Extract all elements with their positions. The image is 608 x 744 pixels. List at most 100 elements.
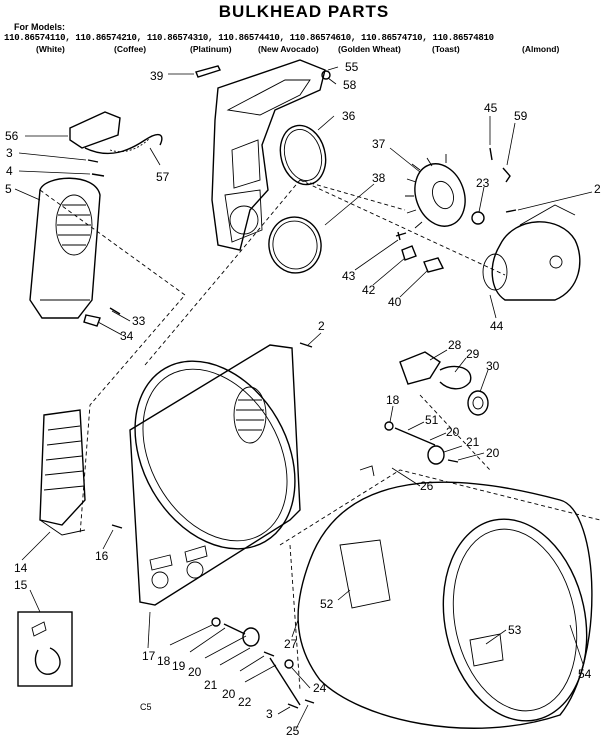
lint-duct: [39, 409, 86, 536]
callout-27: 27: [284, 637, 298, 651]
callout-18-lower: 18: [157, 654, 171, 668]
screw-2-lower: [299, 342, 313, 348]
screw-3-upper: [87, 159, 99, 163]
felt-seal: [279, 124, 327, 186]
callout-3-lower: 3: [266, 707, 273, 721]
callout-44: 44: [490, 319, 504, 333]
washer-18-lower: [211, 617, 221, 627]
screw-16: [111, 524, 123, 529]
clamp: [471, 211, 485, 225]
clip-20: [447, 459, 459, 463]
front-bulkhead: [129, 344, 301, 606]
hardware-45: [489, 147, 493, 161]
callout-24: 24: [313, 681, 327, 695]
callout-17: 17: [142, 649, 156, 663]
callout-19: 19: [172, 659, 186, 673]
hardware-43: [395, 231, 407, 241]
shaft-19: [223, 623, 246, 635]
callout-2-upper: 2: [594, 182, 601, 196]
hardware-42: [401, 245, 417, 261]
color-new-avocado: (New Avocado): [258, 44, 319, 54]
callout-20-lower-b: 20: [222, 687, 236, 701]
screw-3-lower: [287, 703, 299, 709]
callout-43: 43: [342, 269, 356, 283]
color-platinum: (Platinum): [190, 44, 232, 54]
color-golden-wheat: (Golden Wheat): [338, 44, 401, 54]
exhaust-duct: [29, 177, 101, 319]
hardware-33: [109, 307, 121, 315]
callout-53: 53: [508, 623, 522, 637]
hose-kit: [17, 611, 73, 687]
blower-wheel: [405, 154, 466, 229]
color-white: (White): [36, 44, 65, 54]
blower-housing: [482, 204, 581, 301]
bracket-24: [284, 659, 294, 669]
assembly-lines: [39, 179, 601, 691]
callout-55: 55: [345, 60, 359, 74]
callout-20b: 20: [486, 446, 500, 460]
diagram-code: C5: [140, 702, 152, 712]
callout-21: 21: [466, 435, 480, 449]
callout-58: 58: [343, 78, 357, 92]
roller-21-lower: [242, 627, 260, 647]
callout-15: 15: [14, 578, 28, 592]
color-almond: (Almond): [522, 44, 560, 54]
callout-45: 45: [484, 101, 498, 115]
shaft-51: [394, 427, 436, 446]
callout-33: 33: [132, 314, 146, 328]
callout-2-lower: 2: [318, 319, 325, 333]
callout-59: 59: [514, 109, 528, 123]
callout-20: 20: [446, 425, 460, 439]
bracket: [195, 65, 221, 78]
model-numbers: 110.86574110, 110.86574210, 110.86574310…: [4, 33, 494, 43]
wire-harness: [69, 111, 163, 155]
callout-5: 5: [5, 182, 12, 196]
callout-57: 57: [156, 170, 170, 184]
rear-bulkhead: [211, 59, 326, 251]
callout-36: 36: [342, 109, 356, 123]
callout-52: 52: [320, 597, 334, 611]
callout-23: 23: [476, 176, 490, 190]
roller-21: [427, 445, 445, 465]
callout-51: 51: [425, 413, 439, 427]
color-toast: (Toast): [432, 44, 460, 54]
callout-34: 34: [120, 329, 134, 343]
callout-14: 14: [14, 561, 28, 575]
callout-28: 28: [448, 338, 462, 352]
nut: [321, 70, 331, 80]
callout-21-lower: 21: [204, 678, 218, 692]
callout-38: 38: [372, 171, 386, 185]
drum: [297, 465, 593, 729]
callout-16: 16: [95, 549, 109, 563]
clip-20-lower: [263, 651, 275, 657]
hardware-40: [423, 257, 445, 273]
callout-54: 54: [578, 667, 592, 681]
callout-56: 56: [5, 129, 19, 143]
callout-22: 22: [238, 695, 252, 709]
hardware-59: [502, 167, 511, 183]
hardware-34: [83, 314, 101, 327]
callout-20-lower: 20: [188, 665, 202, 679]
door-switch: [399, 351, 489, 416]
seal-ring: [268, 216, 322, 274]
screw-2-upper: [505, 209, 517, 213]
callout-39: 39: [150, 69, 164, 83]
screw-25: [304, 699, 315, 704]
callout-29: 29: [466, 347, 480, 361]
leader-lines: [14, 66, 593, 730]
callout-30: 30: [486, 359, 500, 373]
screw-4: [91, 173, 105, 177]
models-label: For Models:: [14, 22, 65, 32]
callout-26: 26: [420, 479, 434, 493]
callout-18: 18: [386, 393, 400, 407]
color-coffee: (Coffee): [114, 44, 147, 54]
callout-4: 4: [6, 164, 13, 178]
callout-25: 25: [286, 724, 300, 738]
callout-42: 42: [362, 283, 376, 297]
callout-37: 37: [372, 137, 386, 151]
page-title: BULKHEAD PARTS: [218, 2, 390, 21]
callout-labels: 39 55 58 56 36 45 59 3 37 4 57 23 2 5 38…: [5, 60, 601, 738]
callout-3-upper: 3: [6, 146, 13, 160]
washer-18: [384, 421, 394, 431]
